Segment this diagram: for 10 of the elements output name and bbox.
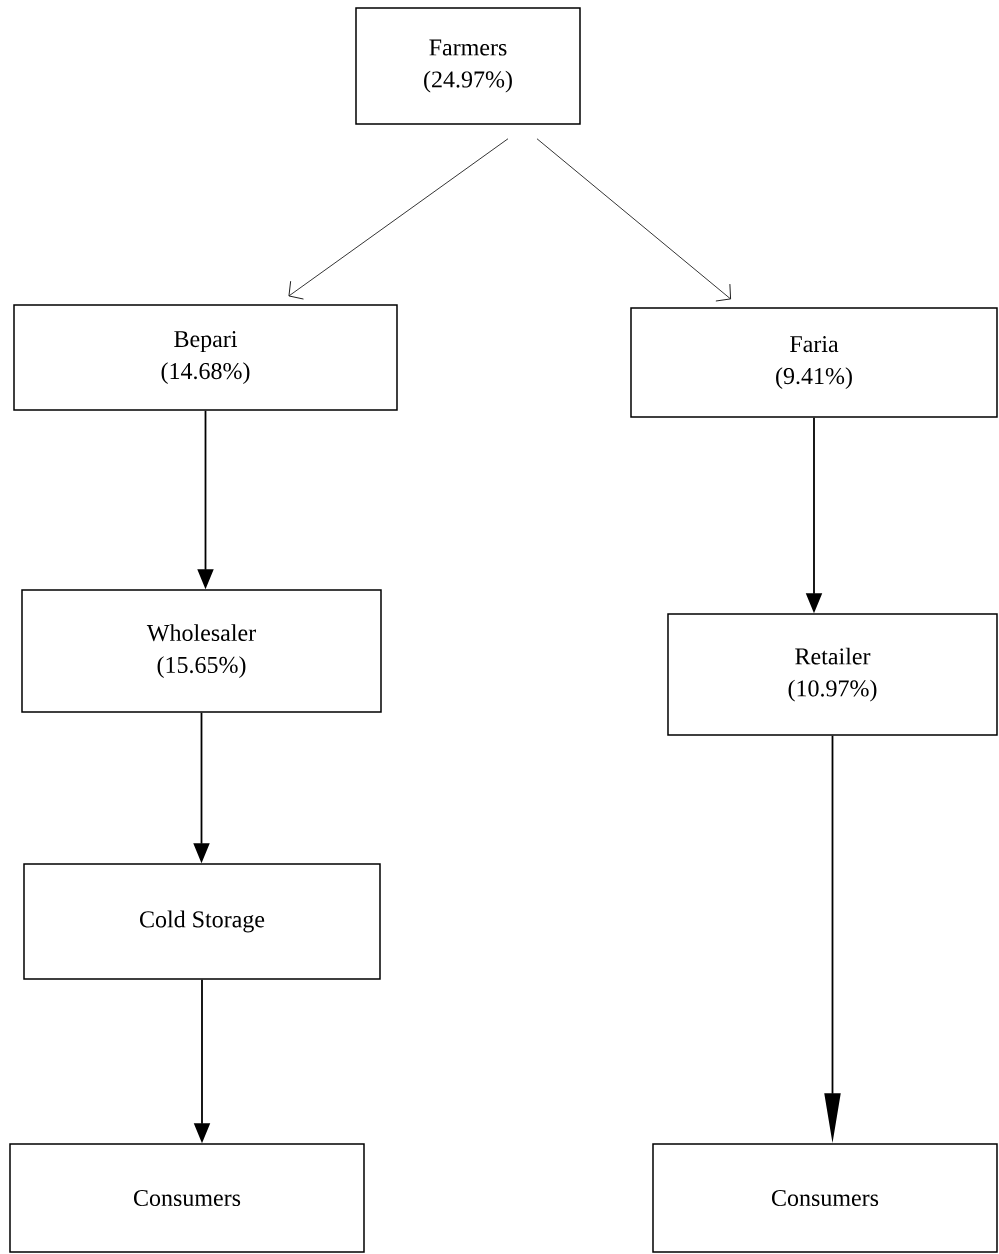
arrow bbox=[536, 138, 731, 302]
process-box: Farmers (24.97%) bbox=[355, 7, 581, 125]
process-box: Wholesaler (15.65%) bbox=[21, 589, 382, 713]
process-box: Consumers bbox=[652, 1143, 998, 1253]
process-box: Consumers bbox=[9, 1143, 365, 1253]
arrow bbox=[288, 138, 509, 300]
process-box: Bepari (14.68%) bbox=[13, 304, 398, 411]
process-box: Cold Storage bbox=[23, 863, 381, 980]
process-box: Faria (9.41%) bbox=[630, 307, 998, 418]
process-box: Retailer (10.97%) bbox=[667, 613, 998, 736]
